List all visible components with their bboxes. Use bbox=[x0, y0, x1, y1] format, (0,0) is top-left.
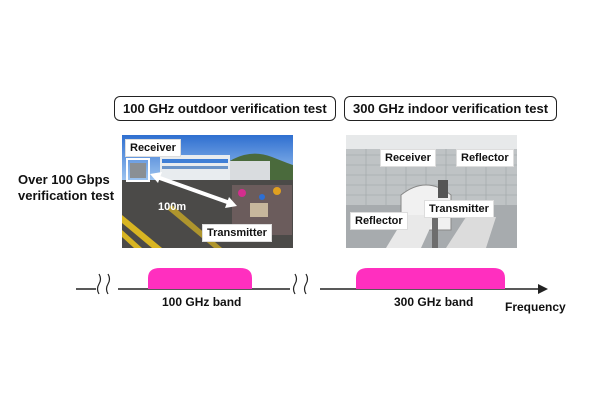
indoor-reflector-right-label: Reflector bbox=[456, 149, 514, 167]
indoor-title: 300 GHz indoor verification test bbox=[344, 96, 558, 121]
break-mark-1b bbox=[105, 273, 111, 295]
break-mark-1a bbox=[96, 273, 102, 295]
outdoor-distance-label: 100m bbox=[158, 201, 187, 213]
outdoor-receiver-label: Receiver bbox=[125, 139, 181, 157]
indoor-receiver-label: Receiver bbox=[380, 149, 436, 167]
band-300ghz bbox=[356, 268, 505, 289]
indoor-reflector-left-label: Reflector bbox=[350, 212, 408, 230]
indoor-transmitter-label: Transmitter bbox=[424, 200, 494, 218]
outdoor-scene bbox=[122, 135, 293, 248]
side-label-line2: verification test bbox=[18, 188, 115, 203]
band-100ghz bbox=[148, 268, 252, 289]
indoor-photo: Receiver Reflector Transmitter Reflector bbox=[346, 135, 517, 248]
axis-arrowhead bbox=[538, 284, 548, 294]
band2-label: 300 GHz band bbox=[394, 295, 474, 309]
outdoor-title: 100 GHz outdoor verification test bbox=[114, 96, 336, 121]
outdoor-transmitter-label: Transmitter bbox=[202, 224, 272, 242]
band1-label: 100 GHz band bbox=[162, 295, 242, 309]
side-label: Over 100 Gbps verification test bbox=[18, 172, 114, 204]
break-mark-2b bbox=[303, 273, 309, 295]
frequency-label: Frequency bbox=[505, 300, 566, 314]
outdoor-photo: Receiver 100m Transmitter bbox=[122, 135, 293, 248]
break-mark-2a bbox=[292, 273, 298, 295]
side-label-line1: Over 100 Gbps bbox=[18, 172, 110, 187]
